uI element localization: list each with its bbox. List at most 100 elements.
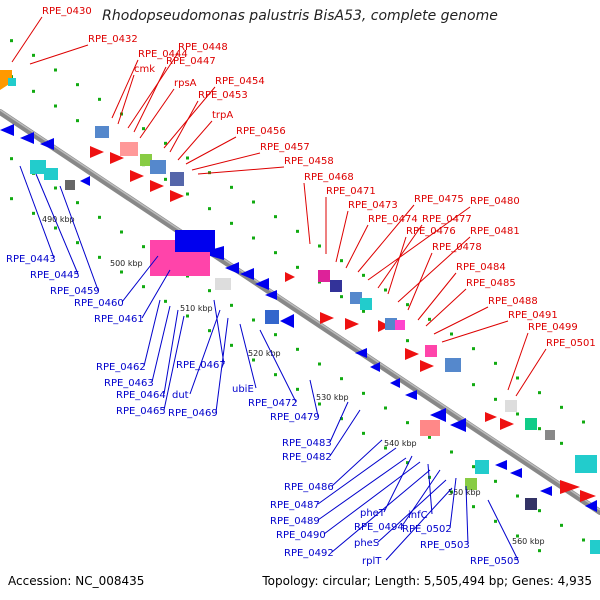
forward-label-leader [185, 136, 237, 165]
forward-label-leader [177, 120, 213, 161]
reverse-gene-label: pheS [354, 538, 379, 549]
tick-dot [98, 255, 101, 259]
gene-box [265, 310, 279, 324]
tick-dot [494, 479, 497, 483]
reverse-gene-arrow [585, 500, 597, 512]
tick-dot [296, 229, 299, 233]
tick-dot [274, 215, 277, 219]
reverse-label-leader [487, 499, 519, 561]
forward-gene-label: RPE_0476 [406, 226, 456, 237]
tick-dot [538, 427, 541, 431]
reverse-gene-arrow [495, 460, 507, 470]
forward-label-leader [303, 182, 311, 245]
gene-box [330, 280, 342, 292]
tick-dot [384, 446, 387, 450]
tick-dot [230, 221, 233, 225]
forward-gene-label: RPE_0484 [456, 262, 506, 273]
reverse-gene-arrow [255, 278, 269, 290]
tick-dot [340, 295, 343, 299]
forward-gene-labels: RPE_0430RPE_0432RPE_0444cmkRPE_0448RPE_0… [11, 6, 596, 397]
tick-dot [252, 200, 255, 204]
scale-tick-label: 500 kbp [110, 259, 143, 268]
tick-dot [230, 185, 233, 189]
forward-gene-label: RPE_0454 [215, 76, 265, 87]
gene-box [590, 540, 600, 554]
reverse-label-leader [329, 409, 361, 457]
tick-dot [10, 39, 13, 43]
forward-label-leader [425, 288, 467, 327]
reverse-gene-label: RPE_0502 [402, 524, 452, 535]
tick-dot [406, 421, 409, 425]
reverse-label-leader [401, 469, 441, 527]
gene-box [215, 278, 231, 290]
tick-dot [538, 549, 541, 553]
reverse-gene-arrow [355, 348, 367, 358]
forward-gene-label: RPE_0480 [470, 196, 520, 207]
tick-dot [406, 461, 409, 465]
forward-gene-label: RPE_0473 [348, 200, 398, 211]
reverse-label-leader [215, 317, 229, 413]
forward-gene-label: RPE_0491 [508, 310, 558, 321]
gene-box [385, 318, 397, 330]
tick-dot [516, 376, 519, 380]
reverse-label-leader [383, 455, 413, 513]
reverse-gene-label: RPE_0462 [96, 362, 146, 373]
tick-dot [582, 538, 585, 542]
reverse-gene-label: RPE_0463 [104, 378, 154, 389]
tick-dot [472, 505, 475, 509]
tick-dot [516, 534, 519, 538]
tick-dot [98, 97, 101, 101]
gene-features [0, 70, 600, 554]
reverse-label-leader [331, 439, 383, 487]
gene-box [170, 172, 184, 186]
map-title: Rhodopseudomonas palustris BisA53, compl… [102, 8, 498, 24]
reverse-label-leader [377, 479, 447, 543]
gene-box [545, 430, 555, 440]
forward-label-leader [507, 332, 529, 391]
tick-dot [186, 192, 189, 196]
tick-dot [142, 285, 145, 289]
tick-dot [10, 197, 13, 201]
topology-text: Topology: circular; Length: 5,505,494 bp… [262, 574, 592, 588]
gene-box [175, 230, 215, 252]
reverse-gene-arrow [225, 262, 239, 274]
tick-dot [142, 245, 145, 249]
reverse-gene-label: infC [408, 510, 428, 521]
reverse-gene-label: ubiE [232, 384, 254, 395]
scale-tick-label: 510 kbp [180, 304, 213, 313]
accession-value: NC_008435 [75, 574, 145, 588]
forward-gene-label: RPE_0488 [488, 296, 538, 307]
reverse-label-leader [121, 255, 159, 303]
reverse-label-leader [309, 379, 319, 417]
gene-box [445, 358, 461, 372]
reverse-label-leader [189, 309, 221, 395]
reverse-gene-arrow [240, 268, 254, 280]
tick-dot [560, 523, 563, 527]
tick-dot [186, 314, 189, 318]
tick-dot [120, 270, 123, 274]
forward-gene-label: trpA [212, 110, 233, 121]
tick-dot [274, 373, 277, 377]
reverse-label-leader [213, 299, 225, 365]
forward-gene-label: RPE_0477 [422, 214, 472, 225]
tick-dot [32, 89, 35, 93]
tick-dot [164, 299, 167, 303]
reverse-label-leader [449, 477, 457, 529]
gene-box [425, 345, 437, 357]
reverse-gene-label: RPE_0460 [74, 298, 124, 309]
reverse-gene-arrow [450, 418, 466, 432]
forward-gene-arrow [500, 418, 514, 430]
tick-dot [362, 309, 365, 313]
tick-dot [76, 241, 79, 245]
reverse-gene-label: RPE_0465 [116, 406, 166, 417]
forward-label-leader [515, 348, 547, 397]
tick-dot [428, 435, 431, 439]
reverse-label-leader [163, 309, 179, 395]
reverse-gene-arrow [540, 486, 552, 496]
tick-dot [274, 333, 277, 337]
forward-gene-label: RPE_0456 [236, 126, 286, 137]
gene-box [44, 168, 58, 180]
forward-gene-arrow [345, 318, 359, 330]
forward-gene-label: RPE_0471 [326, 186, 376, 197]
